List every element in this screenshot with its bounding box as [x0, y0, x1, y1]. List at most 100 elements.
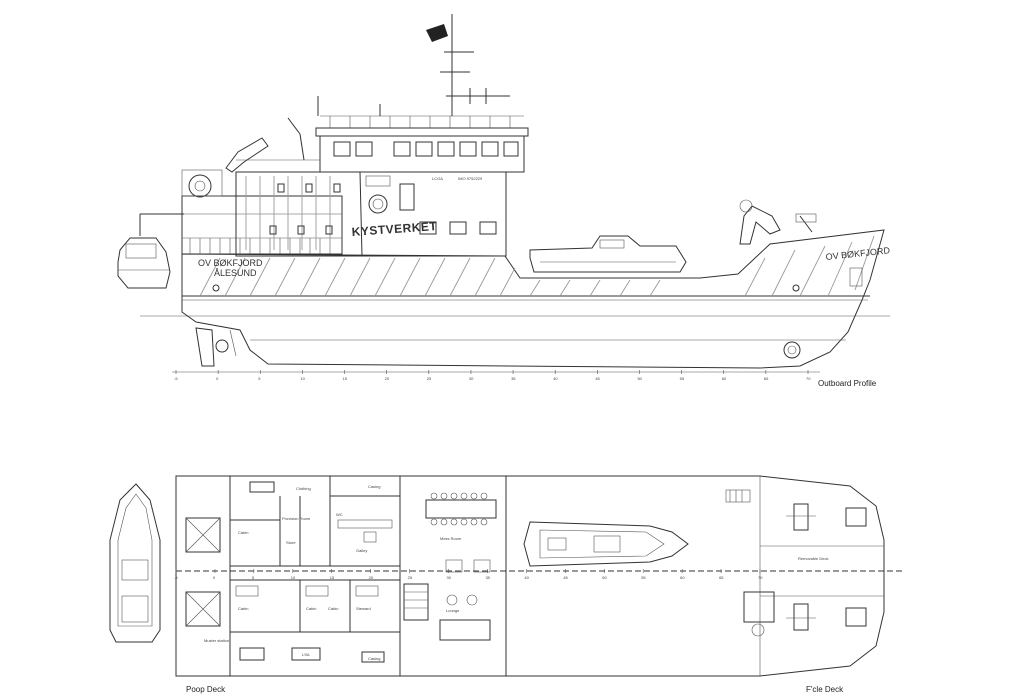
cabin-bunk [235, 585, 259, 597]
hull-porthole [212, 284, 220, 292]
anchor-pocket [783, 341, 801, 359]
frame-tick-label: 65 [764, 376, 769, 381]
superstructure-front [342, 171, 363, 257]
operator-brand: KYSTVERKET [351, 219, 438, 239]
deck-plan-view: Casing Clothing Galley Mess Room Lounge … [109, 475, 904, 694]
wheelhouse-windows [333, 141, 519, 157]
room-label-clothing: Clothing [296, 486, 311, 491]
aft-deckhouse [181, 195, 343, 255]
room-label-rescue-zone: Muster station [204, 638, 229, 643]
room-label-wc: WC [336, 512, 343, 517]
foredeck-crane [739, 205, 781, 245]
frame-tick-label: 0 [213, 575, 216, 580]
frame-tick-label: 40 [553, 376, 558, 381]
deck-hull-outline [175, 475, 885, 677]
frame-tick-label: 5 [252, 575, 255, 580]
hull-porthole [792, 284, 800, 292]
frame-tick-label: 15 [330, 575, 335, 580]
outboard-profile-view: OV BØKFJORD ÅLESUND OV BØKFJORD [117, 14, 891, 388]
workboat-plan [523, 521, 689, 567]
window [325, 225, 333, 235]
room-label-cabin-2: Cabin [238, 606, 248, 611]
frame-tick-label: 20 [385, 376, 390, 381]
window [305, 183, 313, 193]
aft-stair-box [185, 517, 221, 553]
outboard-profile-title: Outboard Profile [818, 379, 877, 388]
imo-number: IMO 9752229 [458, 176, 483, 181]
frame-tick-label: -5 [174, 575, 178, 580]
window [297, 225, 305, 235]
window [479, 221, 497, 235]
frame-tick-label: 15 [343, 376, 348, 381]
coat-of-arms-emblem-inner [372, 198, 384, 210]
boat-deck-crane [225, 137, 269, 173]
room-label-cabin-1: Cabin [238, 530, 248, 535]
window [269, 225, 277, 235]
frame-tick-label: -5 [174, 376, 178, 381]
window [277, 183, 285, 193]
bow-hatch-grille [725, 489, 751, 503]
coat-of-arms-emblem [368, 194, 388, 214]
frame-tick-label: 35 [511, 376, 516, 381]
frame-tick-label: 65 [719, 575, 724, 580]
vessel-name-stern: OV BØKFJORD [198, 258, 263, 268]
poop-deck-title: Poop Deck [186, 685, 226, 694]
flag-icon [426, 24, 448, 42]
frame-tick-label: 40 [524, 575, 529, 580]
rescue-boat-plan [109, 483, 161, 643]
room-label-store: Store [286, 540, 296, 545]
wheelhouse [319, 135, 525, 173]
hull-hatching [199, 235, 875, 297]
hull-outline [181, 229, 885, 369]
aft-stair-box-lower [185, 591, 221, 627]
frame-tick-label: 45 [563, 575, 568, 580]
window [449, 221, 467, 235]
frame-tick-label: 30 [447, 575, 452, 580]
frame-tick-label: 70 [806, 376, 811, 381]
galley-counter [337, 519, 393, 529]
room-label-galley: Galley [356, 548, 367, 553]
frame-tick-label: 55 [680, 376, 685, 381]
lounge-seating [439, 559, 491, 641]
rescue-boat-profile [117, 237, 171, 289]
frame-tick-label: 70 [758, 575, 763, 580]
workboat-profile [529, 235, 687, 273]
frame-tick-label: 30 [469, 376, 474, 381]
room-label-casing-bottom: Casing [368, 656, 380, 661]
room-label-casing-top: Casing [368, 484, 380, 489]
room-label-steward: Steward [356, 606, 371, 611]
aft-winch-drum [188, 174, 212, 198]
callsign: LCGA [432, 176, 443, 181]
door [399, 183, 415, 211]
frame-tick-label: 50 [602, 575, 607, 580]
forward-stair [403, 583, 429, 621]
cabin-bunk [305, 585, 329, 597]
frame-tick-label: 25 [427, 376, 432, 381]
frame-tick-label: 50 [637, 376, 642, 381]
windlass-port [743, 591, 867, 637]
frame-tick-label: 35 [485, 575, 490, 580]
room-label-provision-room: Provision Room [282, 516, 311, 521]
windlass-starboard [786, 503, 867, 531]
superstructure-hatching [245, 176, 331, 250]
window [419, 221, 437, 235]
room-label-lsa: LSA [302, 652, 310, 657]
window [333, 183, 341, 193]
rudder [195, 327, 215, 367]
vessel-name-bow: OV BØKFJORD [825, 245, 891, 262]
frame-tick-label: 45 [595, 376, 600, 381]
roof-rail-stanchions [329, 116, 511, 128]
frame-tick-label: 10 [291, 575, 296, 580]
frame-tick-label: 10 [300, 376, 305, 381]
room-label-cabin-3: Cabin [306, 606, 316, 611]
room-label-mess-room: Mess Room [440, 536, 462, 541]
room-label-lounge: Lounge [446, 608, 460, 613]
mess-room-seating [425, 492, 497, 526]
accommodation-block [175, 475, 507, 677]
room-label-removable-deck: Removable Deck [798, 556, 828, 561]
frame-tick-label: 55 [641, 575, 646, 580]
cabin-bunk [355, 585, 379, 597]
